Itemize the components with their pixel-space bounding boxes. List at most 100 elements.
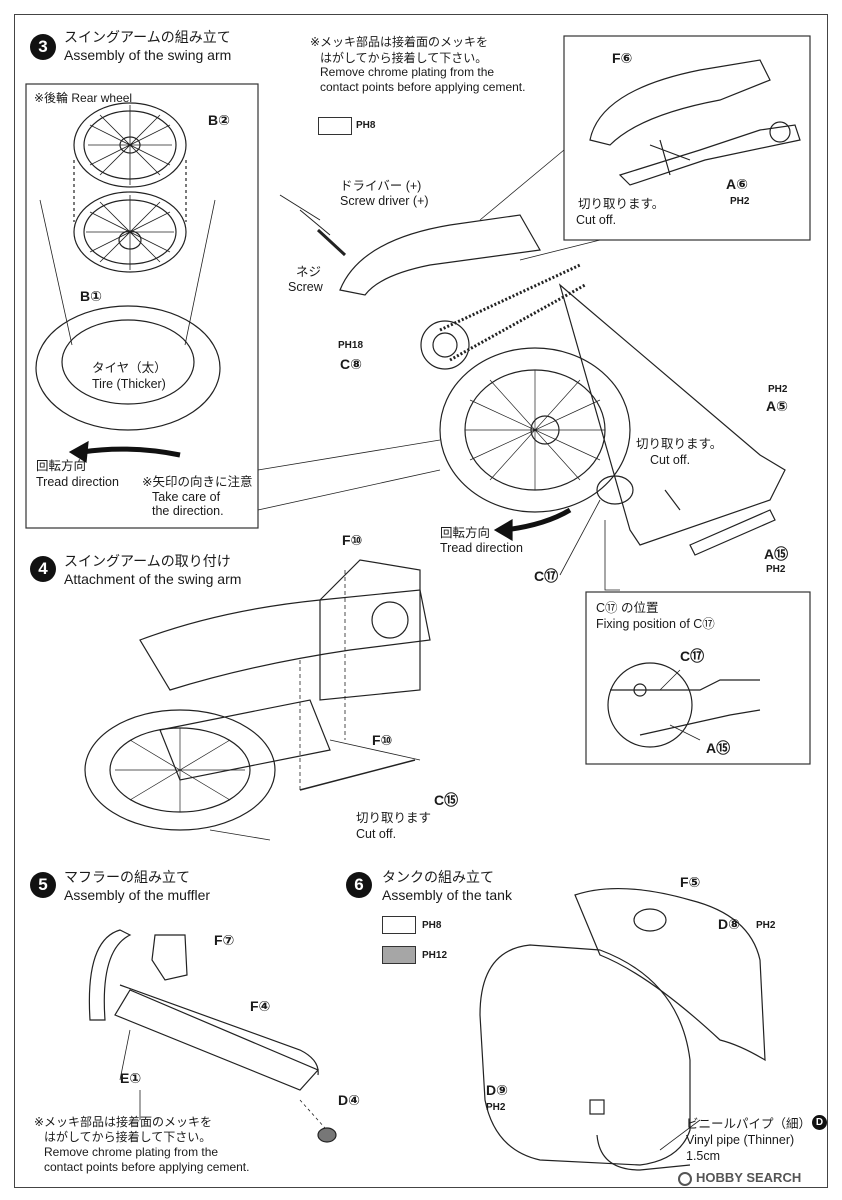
part-f10-mid: F⑩ (372, 732, 393, 748)
screw-label-en: Screw (288, 280, 323, 294)
part-b2: B② (208, 112, 230, 128)
frame-drawing (139, 589, 431, 691)
chrome-note-line-3: Remove chrome plating from the (320, 65, 495, 79)
tire-label-en: Tire (Thicker) (92, 377, 166, 391)
cut-label-jp-2: 切り取ります。 (636, 437, 723, 451)
chrome-note5-line-4: contact points before applying cement. (44, 1160, 250, 1174)
exhaust-pipe-e1-drawing (88, 929, 132, 1021)
step4-title-en: Attachment of the swing arm (64, 571, 242, 587)
tread2-label-jp: 回転方向 (440, 526, 491, 540)
fixing-title-en: Fixing position of C⑰ (596, 617, 715, 631)
fixing-title-jp: C⑰ の位置 (596, 601, 659, 615)
hobby-search-watermark: HOBBY SEARCH (678, 1170, 801, 1186)
part-a6: A⑥ (726, 176, 748, 192)
a6-ph: PH2 (730, 196, 750, 207)
chrome-note-line-2: はがしてから接着して下さい。 (320, 51, 488, 65)
tank-d8-drawing (574, 887, 766, 1062)
hobby-search-logo-icon (678, 1171, 692, 1186)
part-c15: C⑮ (434, 792, 459, 808)
a15-ph: PH2 (766, 564, 786, 575)
watermark-text: HOBBY SEARCH (696, 1170, 802, 1185)
care-note-jp: ※矢印の向きに注意 (142, 475, 253, 489)
tank-d9-drawing (479, 944, 691, 1166)
step4-title-jp: スイングアームの取り付け (64, 553, 231, 569)
care-note-en-1: Take care of (152, 490, 221, 504)
part-f5: F⑤ (680, 874, 701, 890)
ph18-label: PH18 (338, 340, 364, 351)
cap-f5-drawing (633, 908, 667, 932)
part-f7: F⑦ (214, 932, 235, 948)
chrome-note5-line-2: はがしてから接着して下さい。 (44, 1130, 212, 1144)
part-e1: E① (120, 1070, 142, 1086)
chrome-note-line-1: ※メッキ部品は接着面のメッキを (310, 35, 489, 49)
step3-color-ph: PH8 (356, 120, 376, 131)
part-c8: C⑧ (340, 356, 362, 372)
tread-label-en: Tread direction (36, 475, 119, 489)
sprocket-c8-drawing (420, 320, 470, 370)
vinyl-length: 1.5cm (686, 1149, 721, 1163)
step5-number: 5 (30, 872, 56, 898)
step6-swatch-white (382, 916, 416, 934)
step4-number: 4 (30, 556, 56, 582)
tread-label-jp: 回転方向 (36, 459, 87, 473)
cut-label-jp-1: 切り取ります。 (578, 197, 665, 211)
screw-label-jp: ネジ (296, 265, 322, 279)
cut-label-en-2: Cut off. (650, 453, 691, 467)
part-a15: A⑮ (764, 546, 789, 562)
chrome-note5-line-1: ※メッキ部品は接着面のメッキを (34, 1115, 213, 1129)
vinyl-label-en: Vinyl pipe (Thinner) (686, 1133, 795, 1147)
fix-part-c17: C⑰ (680, 648, 705, 664)
rear-wheel-drawing (439, 347, 631, 513)
page-frame (14, 14, 828, 1188)
step3-number: 3 (30, 34, 56, 60)
part-f4: F④ (250, 998, 271, 1014)
fixing-position-box (585, 591, 811, 765)
step5-title-jp: マフラーの組み立て (64, 869, 190, 885)
part-c17: C⑰ (534, 568, 559, 584)
chain-guard-drawing (339, 214, 541, 296)
part-f10-top: F⑩ (342, 532, 363, 548)
rear-wheel-step4-drawing (84, 709, 276, 831)
care-note-en-2: the direction. (152, 504, 224, 518)
swing-arm-a5-drawing (558, 283, 786, 546)
step6-number: 6 (346, 872, 372, 898)
part-d9: D⑨ (486, 1082, 508, 1098)
part-d4: D④ (338, 1092, 360, 1108)
tread2-label-en: Tread direction (440, 541, 523, 555)
rear-wheel-label: ※後輪 Rear wheel (34, 91, 133, 105)
color-swatch-white (318, 117, 352, 135)
part-a5: A⑤ (766, 398, 788, 414)
wheel-b2-drawing (73, 102, 187, 188)
step4-cut-en: Cut off. (356, 827, 397, 841)
step6-ph8: PH8 (422, 920, 442, 931)
step6-ph12: PH12 (422, 950, 448, 961)
step6-swatch-gray (382, 946, 416, 964)
fix-part-a15: A⑮ (706, 740, 731, 756)
step4-cut-jp: 切り取ります (356, 811, 432, 825)
chrome-note-line-4: contact points before applying cement. (320, 80, 526, 94)
step6-title-en: Assembly of the tank (382, 887, 512, 903)
rear-wheel-box (25, 83, 259, 529)
step3-title-en: Assembly of the swing arm (64, 47, 232, 63)
vinyl-badge-d: D (812, 1115, 827, 1130)
tire-label-jp: タイヤ（太） (92, 361, 167, 375)
vinyl-label-jp: ビニールパイプ（細） (686, 1117, 812, 1131)
step6-title-jp: タンクの組み立て (382, 869, 494, 885)
endcap-d4-drawing (317, 1127, 337, 1143)
part-b1: B① (80, 288, 102, 304)
step5-title-en: Assembly of the muffler (64, 887, 211, 903)
part-d8: D⑧ (718, 916, 740, 932)
tread-arrow (81, 446, 181, 458)
tire-drawing (35, 305, 221, 431)
d9-ph: PH2 (486, 1102, 506, 1113)
driver-label-jp: ドライバー (+) (340, 179, 422, 193)
cut-label-en-1: Cut off. (576, 213, 617, 227)
wheel-b1-drawing (73, 191, 187, 273)
muffler-f4-drawing (114, 989, 320, 1091)
a5-ph: PH2 (768, 384, 788, 395)
f6-a6-detail-box (563, 35, 811, 241)
vinyl-pipe-drawing (596, 1134, 691, 1171)
part-f6: F⑥ (612, 50, 633, 66)
step3-title-jp: スイングアームの組み立て (64, 29, 231, 45)
